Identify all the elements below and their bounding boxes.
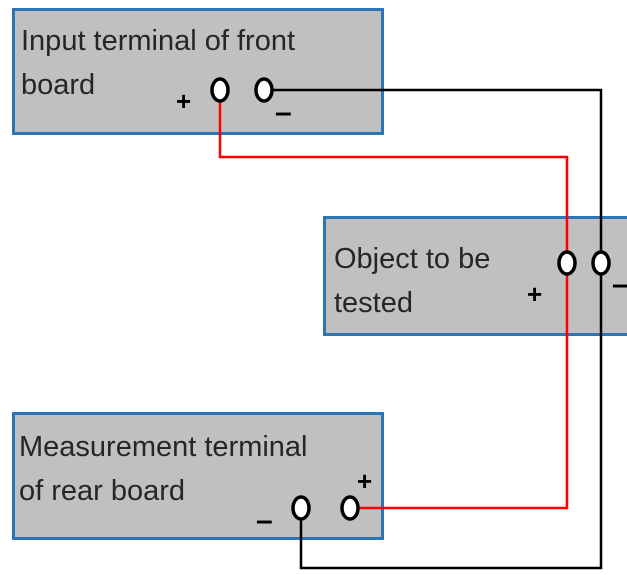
front-minus-sign: – (275, 96, 292, 129)
object-positive-terminal (557, 250, 577, 276)
positive-wire-object-to-rear (350, 263, 569, 510)
positive-wire-front-to-object (218, 93, 569, 263)
front-positive-terminal (210, 77, 230, 103)
rear-positive-terminal (340, 495, 360, 521)
object-under-test-box: Object to be tested (323, 216, 627, 336)
object-minus-sign: – (612, 270, 627, 300)
rear-plus-sign: + (357, 466, 373, 496)
negative-wire-front-to-object (264, 88, 603, 263)
rear-minus-sign: – (256, 504, 273, 537)
rear-board-label: Measurement terminal of rear board (19, 431, 308, 507)
front-negative-terminal (254, 77, 274, 103)
front-board-input-box: Input terminal of front board (12, 8, 384, 135)
negative-wire-object-to-rear (299, 263, 603, 570)
rear-negative-terminal (291, 495, 311, 521)
object-plus-sign: + (527, 279, 543, 309)
object-under-test-label: Object to be tested (334, 243, 491, 319)
front-plus-sign: + (176, 86, 192, 116)
rear-board-measurement-box: Measurement terminal of rear board (12, 412, 384, 540)
object-negative-terminal (591, 250, 611, 276)
front-board-label: Input terminal of front board (21, 25, 296, 101)
